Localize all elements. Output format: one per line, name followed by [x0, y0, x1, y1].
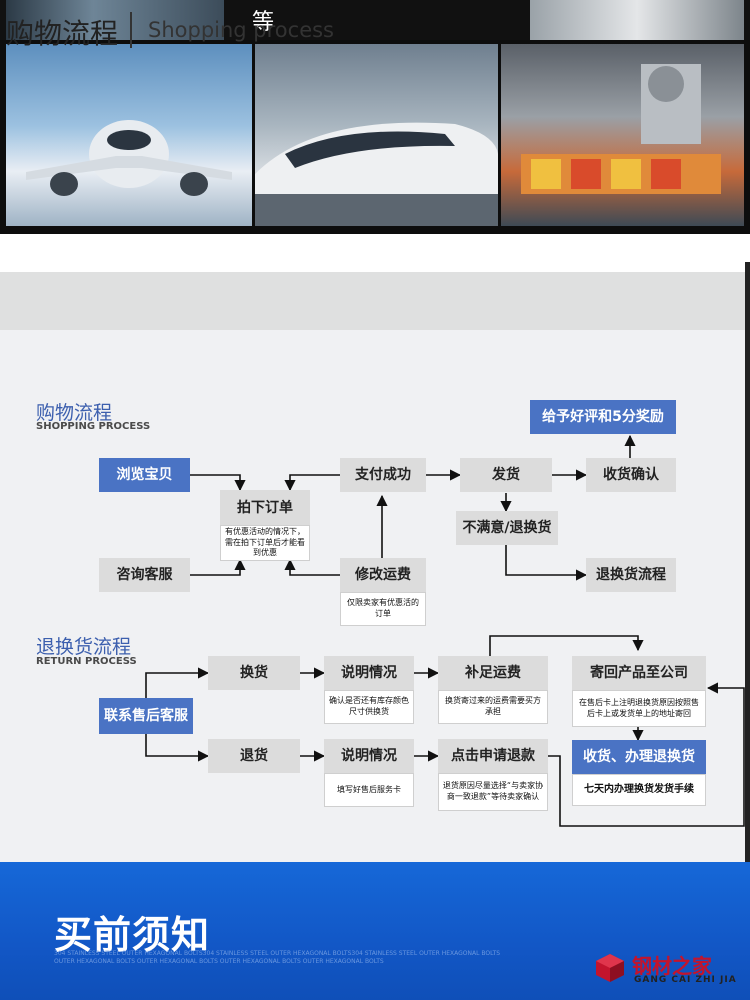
receive-confirm-step: 收货确认: [586, 458, 676, 492]
logo-text: 钢材之家: [632, 954, 712, 978]
banner-label: 等: [252, 10, 275, 35]
contact-after-sales-step: 联系售后客服: [99, 698, 193, 734]
payment-success-step: 支付成功: [340, 458, 426, 492]
section-title-cn: 购物流程: [6, 17, 119, 50]
section-header: [0, 272, 745, 330]
refund-step: 退货: [208, 739, 300, 773]
place-order-step: 拍下订单: [220, 490, 310, 526]
pay-shipping-step: 补足运费: [438, 656, 548, 690]
logo-cube-icon: [596, 954, 624, 982]
airplane-photo: [6, 44, 252, 226]
apply-refund-step: 点击申请退款: [438, 739, 548, 773]
machinery-image: [6, 0, 224, 40]
return-process-step: 退换货流程: [586, 558, 676, 592]
explain-situation-exchange-step: 说明情况: [324, 656, 414, 690]
receive-process-step: 收货、办理退换货: [572, 740, 706, 774]
shipping-step: 发货: [460, 458, 552, 492]
notice-title: 买前须知: [54, 913, 211, 957]
bottom-banner: [0, 862, 750, 1000]
return-process-subtitle: RETURN PROCESS: [36, 656, 137, 667]
shopping-process-title: 购物流程: [36, 402, 113, 424]
header-divider: [130, 12, 132, 48]
modify-shipping-step: 修改运费: [340, 558, 426, 592]
shopping-process-subtitle: SHOPPING PROCESS: [36, 421, 151, 432]
right-border: [745, 262, 750, 1000]
logo-pinyin: GANG CAI ZHI JIA: [634, 975, 737, 985]
explain-exchange-note: 确认是否还有库存颜色尺寸供换货: [324, 690, 414, 724]
factory-line-photo: [501, 44, 744, 226]
banner-fine-text-2: OUTER HEXAGONAL BOLTS OUTER HEXAGONAL BO…: [54, 958, 384, 965]
return-process-title: 退换货流程: [36, 636, 132, 658]
banner-fine-text-1: 304 STAINLESS STEEL OUTER HEXAGONAL BOLT…: [54, 950, 501, 957]
apply-refund-note: 退货原因尽量选择“与卖家协商一致退款”等待卖家确认: [438, 773, 548, 811]
good-review-step: 给予好评和5分奖励: [530, 400, 676, 434]
send-back-note: 在售后卡上注明退换货原因按照售后卡上或发货单上的地址寄回: [572, 690, 706, 727]
explain-refund-note: 填写好售后服务卡: [324, 773, 414, 807]
consult-service-step: 咨询客服: [99, 558, 190, 592]
high-speed-train-photo: [255, 44, 498, 226]
exchange-step: 换货: [208, 656, 300, 690]
unsatisfied-return-step: 不满意/退换货: [456, 511, 558, 545]
explain-situation-refund-step: 说明情况: [324, 739, 414, 773]
vehicle-image: [530, 0, 744, 40]
pay-shipping-note: 换货寄过来的运费需要买方承担: [438, 690, 548, 724]
send-back-step: 寄回产品至公司: [572, 656, 706, 690]
section-title-en: Shopping process: [148, 18, 334, 42]
place-order-note: 有优惠活动的情况下，需在拍下订单后才能看到优惠: [220, 525, 310, 561]
browse-items-step: 浏览宝贝: [99, 458, 190, 492]
modify-shipping-note: 仅限卖家有优惠活的订单: [340, 592, 426, 626]
seven-days-note: 七天内办理换货发货手续: [572, 774, 706, 806]
